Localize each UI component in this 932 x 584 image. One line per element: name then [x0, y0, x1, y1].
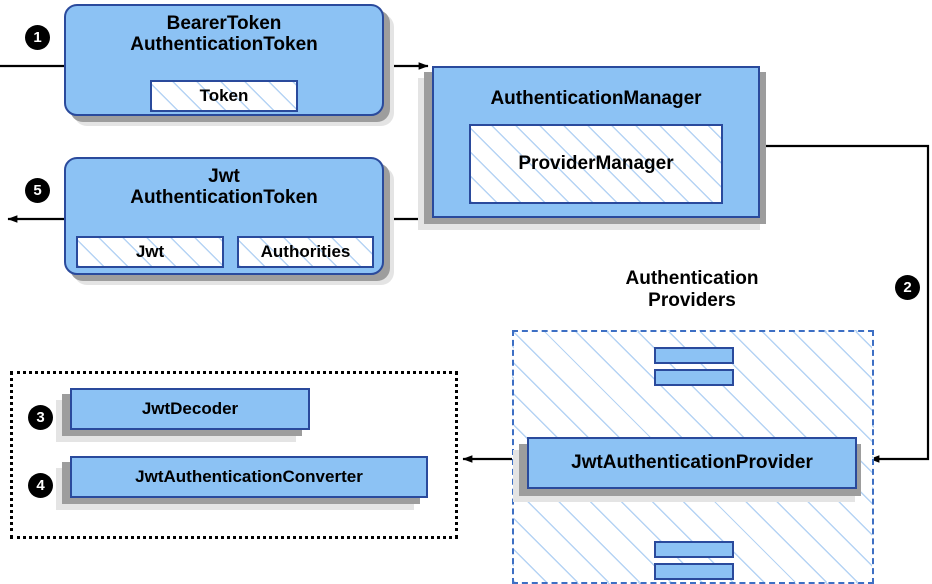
- slot-jwt[interactable]: Jwt: [76, 236, 224, 268]
- slot-provider-manager-label: ProviderManager: [518, 153, 674, 174]
- slot-jwt-label: Jwt: [135, 242, 165, 261]
- slot-token[interactable]: Token: [150, 80, 298, 112]
- jwt-token-title-line2: AuthenticationToken: [130, 187, 318, 209]
- step-badge-5: 5: [25, 178, 50, 203]
- authentication-providers-caption: Authentication Providers: [592, 268, 792, 311]
- providers-caption-line2: Providers: [648, 289, 736, 311]
- step-badge-1-number: 1: [33, 29, 42, 46]
- jwt-decoder-label: JwtDecoder: [141, 399, 239, 419]
- node-jwt-decoder[interactable]: JwtDecoder: [70, 388, 310, 430]
- node-jwt-authentication-converter[interactable]: JwtAuthenticationConverter: [70, 456, 428, 498]
- provider-bar-lower-top: [654, 541, 734, 558]
- jwt-authentication-converter-label: JwtAuthenticationConverter: [135, 467, 363, 487]
- node-bearer-token-authentication-token[interactable]: BearerToken AuthenticationToken: [64, 4, 384, 116]
- provider-bar-lower-bottom: [654, 563, 734, 580]
- step-badge-2: 2: [895, 275, 920, 300]
- step-badge-5-number: 5: [33, 182, 42, 199]
- jwt-token-title-line1: Jwt: [208, 166, 240, 187]
- slot-authorities-label: Authorities: [260, 242, 351, 261]
- step-badge-2-number: 2: [903, 279, 912, 296]
- provider-bar-upper-top: [654, 347, 734, 364]
- slot-authorities[interactable]: Authorities: [237, 236, 374, 268]
- step-badge-3-number: 3: [36, 409, 45, 426]
- step-badge-1: 1: [25, 25, 50, 50]
- authentication-manager-title: AuthenticationManager: [490, 88, 702, 109]
- step-badge-3: 3: [28, 405, 53, 430]
- slot-token-label: Token: [199, 86, 249, 105]
- bearer-token-title-line1: BearerToken: [166, 13, 282, 34]
- step-badge-4: 4: [28, 473, 53, 498]
- node-jwt-authentication-provider[interactable]: JwtAuthenticationProvider: [527, 437, 857, 489]
- slot-provider-manager[interactable]: ProviderManager: [469, 124, 723, 204]
- step-badge-4-number: 4: [36, 477, 45, 494]
- provider-bar-upper-bottom: [654, 369, 734, 386]
- providers-caption-line1: Authentication: [625, 268, 759, 289]
- bearer-token-title-line2: AuthenticationToken: [130, 34, 318, 56]
- jwt-authentication-provider-label: JwtAuthenticationProvider: [571, 452, 813, 474]
